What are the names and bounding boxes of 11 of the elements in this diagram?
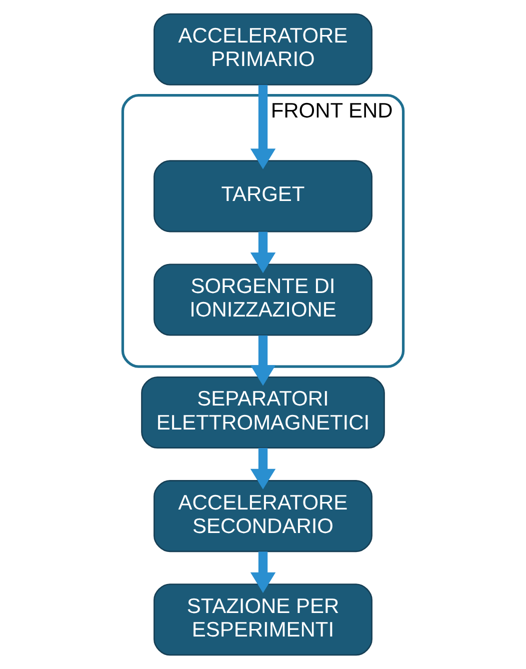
- node-box: STAZIONE PER ESPERIMENTI: [154, 584, 372, 656]
- arrow: [250, 448, 276, 490]
- node-box: ACCELERATORE PRIMARIO: [154, 13, 372, 86]
- arrow: [250, 232, 276, 274]
- arrow: [250, 84, 276, 170]
- arrow: [250, 552, 276, 593]
- node-box: SORGENTE DI IONIZZAZIONE: [154, 264, 372, 336]
- node-box: TARGET: [154, 160, 372, 232]
- arrow: [250, 335, 276, 386]
- node-box: ACCELERATORE SECONDARIO: [154, 480, 372, 552]
- node-box: SEPARATORI ELETTROMAGNETICI: [141, 376, 385, 449]
